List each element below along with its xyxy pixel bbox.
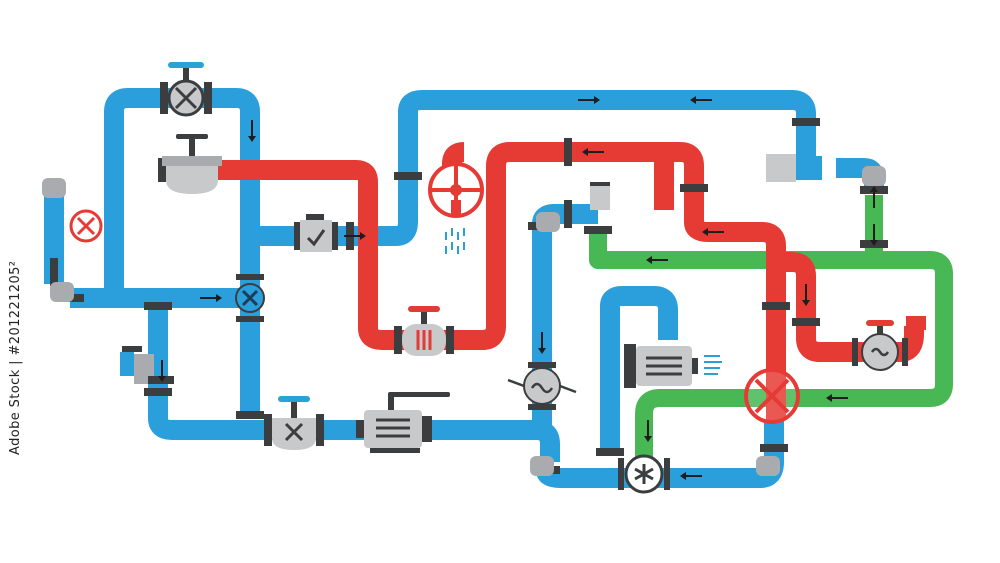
flow-arrow-icon bbox=[646, 256, 668, 264]
handwheel-valve-icon[interactable] bbox=[428, 162, 484, 218]
pipe-elbow bbox=[536, 212, 560, 232]
flow-arrows bbox=[158, 96, 878, 480]
flow-arrow-icon bbox=[158, 360, 166, 382]
flow-arrow-icon bbox=[344, 232, 366, 240]
electric-motor-icon[interactable] bbox=[624, 344, 722, 388]
pipe-coupling bbox=[584, 226, 612, 234]
pipe-elbow bbox=[530, 456, 554, 476]
pipe-coupling bbox=[144, 302, 172, 310]
pipe-coupling bbox=[596, 448, 624, 456]
blue-pipe-upper-loop bbox=[250, 90, 816, 246]
blue-pipe-lower-branch bbox=[148, 306, 560, 462]
gate-valve-icon[interactable] bbox=[264, 396, 324, 450]
sprinkler-icon bbox=[445, 228, 465, 254]
blue-pipe-motor-loop bbox=[600, 286, 678, 452]
flow-arrow-icon bbox=[644, 420, 652, 442]
flow-arrow-icon bbox=[702, 228, 724, 236]
butterfly-valve-icon[interactable] bbox=[235, 274, 265, 322]
equipment bbox=[69, 62, 926, 494]
flow-arrow-icon bbox=[538, 332, 546, 354]
pump-icon[interactable] bbox=[356, 392, 450, 453]
pipe-coupling bbox=[236, 411, 264, 419]
ball-valve-icon[interactable] bbox=[158, 134, 222, 194]
pipe-coupling bbox=[50, 258, 58, 286]
pressure-gauge-icon[interactable] bbox=[507, 362, 577, 410]
gate-valve-icon[interactable] bbox=[160, 62, 212, 117]
pipe-coupling bbox=[564, 200, 572, 228]
butterfly-valve-icon[interactable] bbox=[69, 209, 103, 243]
flow-arrow-icon bbox=[826, 394, 848, 402]
pipe-coupling bbox=[792, 318, 820, 326]
pipe-coupling bbox=[394, 172, 422, 180]
tee-fitting-icon bbox=[766, 154, 822, 182]
thermostatic-valve-icon[interactable] bbox=[394, 306, 454, 356]
pipe-cap-icon bbox=[906, 316, 926, 330]
pipe-coupling bbox=[760, 444, 788, 452]
red-pipe-right-branch bbox=[776, 252, 924, 362]
flow-arrow-icon bbox=[248, 120, 256, 142]
flow-arrow-icon bbox=[680, 472, 702, 480]
pipe-coupling bbox=[564, 138, 572, 166]
flow-arrow-icon bbox=[578, 96, 600, 104]
check-valve-icon[interactable] bbox=[294, 214, 338, 252]
flow-arrow-icon bbox=[690, 96, 712, 104]
stock-credit: Adobe Stock | #201221205² bbox=[8, 260, 23, 455]
pipe-coupling bbox=[792, 118, 820, 126]
pipe-fittings bbox=[42, 118, 888, 476]
flow-arrow-icon bbox=[200, 294, 222, 302]
pipe-elbow bbox=[862, 166, 886, 186]
pipe-elbow bbox=[50, 282, 74, 302]
red-pipe-network bbox=[210, 142, 924, 420]
pipe-coupling bbox=[680, 184, 708, 192]
butterfly-valve-icon[interactable] bbox=[744, 368, 800, 424]
flow-arrow-icon bbox=[870, 186, 878, 208]
flow-arrow-icon bbox=[870, 224, 878, 246]
flow-arrow-icon bbox=[802, 284, 810, 306]
pipe-coupling bbox=[762, 302, 790, 310]
green-pipe-main-loop bbox=[589, 226, 953, 458]
flow-arrow-icon bbox=[582, 148, 604, 156]
pipe-elbow bbox=[756, 456, 780, 476]
pressure-gauge-icon[interactable] bbox=[852, 320, 908, 371]
gate-valve-icon[interactable] bbox=[618, 454, 670, 494]
pipe-elbow bbox=[42, 178, 66, 198]
pipe-coupling bbox=[144, 388, 172, 396]
pipe-cap-icon bbox=[590, 182, 610, 210]
